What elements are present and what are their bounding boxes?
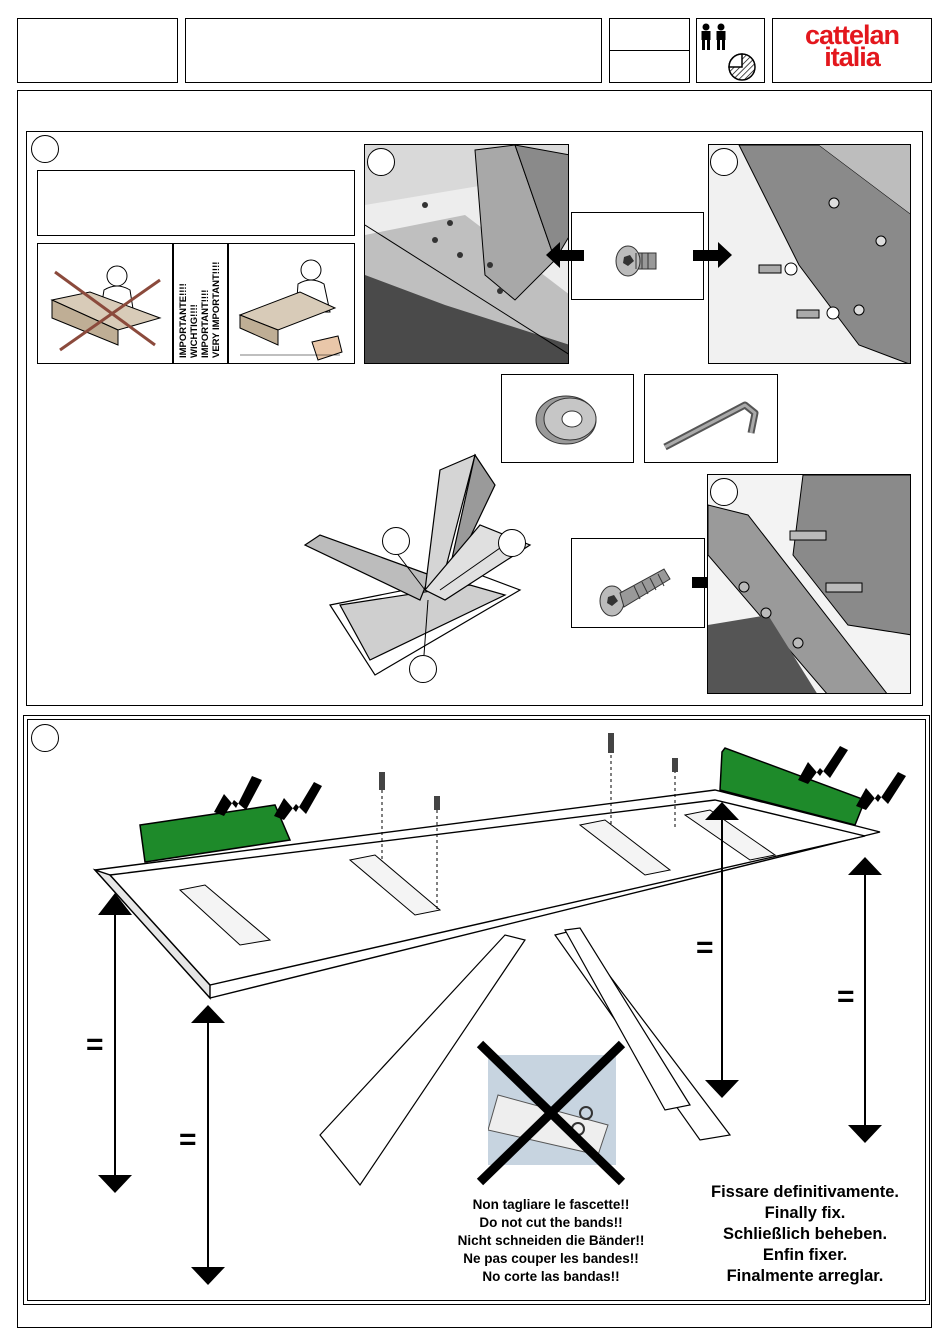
equal-sign-left-inner: = — [179, 1123, 197, 1156]
two-persons-icon — [701, 23, 726, 50]
page-frame — [17, 90, 932, 1328]
screw-part-box — [571, 212, 704, 300]
header-cell-model — [17, 18, 178, 83]
step2-number-circle — [31, 724, 59, 752]
equal-sign-right-inner: = — [696, 931, 714, 964]
header-cell-code — [609, 18, 690, 83]
clock-quarter-icon — [728, 53, 756, 81]
detail-view-bolting — [364, 144, 569, 364]
washer-part-box — [501, 374, 634, 463]
detail-view-screws-washers — [708, 144, 911, 364]
header-cell-logo — [772, 18, 932, 83]
long-screw-part-box — [571, 538, 705, 628]
long-socket-screw-icon — [599, 568, 671, 617]
step2-panel — [23, 715, 930, 1305]
header-cell-persons-time — [696, 18, 765, 83]
step2-inner-frame — [27, 719, 926, 1301]
washer-icon — [535, 395, 597, 445]
assembly-marker-b — [498, 529, 526, 557]
step1-number-circle — [31, 135, 59, 163]
equal-sign-left-outer: = — [86, 1028, 104, 1061]
allen-key-icon — [663, 401, 759, 451]
finally-fix-text: Fissare definitivamente. Finally fix. Sc… — [711, 1183, 899, 1285]
warning-do-not-cut-text: Non tagliare le fascette!! Do not cut th… — [457, 1197, 645, 1284]
detail-a-marker — [367, 148, 395, 176]
detail-b-marker — [710, 148, 738, 176]
allen-key-part-box — [644, 374, 778, 463]
assembly-marker-c — [409, 655, 437, 683]
detail-view-long-screws — [707, 474, 911, 694]
detail-c-marker — [710, 478, 738, 506]
socket-screw-icon — [615, 245, 657, 277]
cattelan-italia-logo: cattelan italia — [804, 20, 900, 72]
step1-note-box — [37, 170, 355, 236]
assembly-marker-a — [382, 527, 410, 555]
equal-sign-right-outer: = — [837, 980, 855, 1013]
step1-panel — [26, 131, 923, 706]
header-cell-description — [185, 18, 602, 83]
